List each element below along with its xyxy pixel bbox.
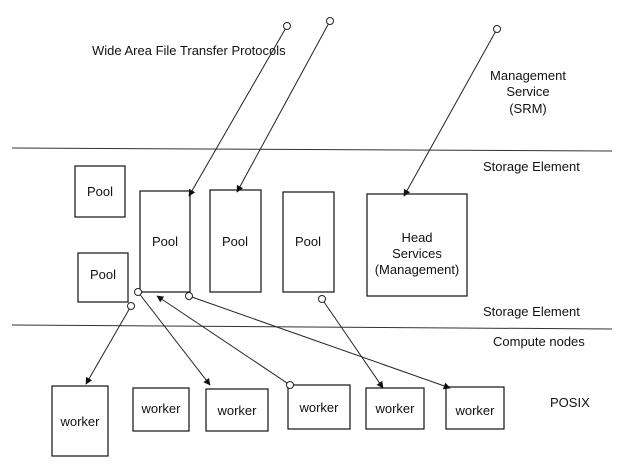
pool-box-tall-2	[209, 189, 262, 293]
pool-worker-connector	[188, 295, 451, 390]
worker-label: worker	[59, 414, 100, 429]
pool-box-small-bottom	[77, 252, 129, 303]
pool-worker-connector	[85, 305, 132, 385]
storage-element-label-top: Storage Element	[483, 159, 580, 174]
head-services-label-3: (Management)	[375, 262, 460, 277]
compute-nodes-label: Compute nodes	[493, 334, 585, 349]
worker-label: worker	[454, 403, 495, 418]
pool-label: Pool	[295, 234, 321, 249]
wan-connector-1	[188, 25, 288, 197]
head-services-box	[366, 193, 468, 297]
worker-label: worker	[298, 400, 339, 415]
worker-box	[445, 386, 505, 430]
pool-worker-endpoint	[127, 302, 135, 310]
pool-label: Pool	[87, 184, 113, 199]
pool-worker-endpoint	[318, 295, 326, 303]
management-service-label-2: Service	[506, 84, 549, 99]
pool-label: Pool	[222, 234, 248, 249]
posix-label: POSIX	[550, 395, 590, 410]
pool-label: Pool	[152, 234, 178, 249]
worker-pool-endpoint	[286, 381, 294, 389]
worker-box	[365, 387, 425, 430]
srm-connector	[403, 28, 498, 197]
worker-label: worker	[140, 401, 181, 416]
pool-worker-endpoint	[185, 292, 193, 300]
pool-worker-connector	[137, 291, 211, 386]
worker-label: worker	[216, 403, 257, 418]
worker-box	[205, 388, 269, 432]
srm-endpoint	[493, 25, 501, 33]
worker-pool-connector	[156, 295, 291, 386]
pool-worker-endpoint	[134, 288, 142, 296]
separator-top	[11, 147, 613, 152]
management-service-label-3: (SRM)	[509, 101, 547, 116]
pool-label: Pool	[90, 267, 116, 282]
wide-area-label: Wide Area File Transfer Protocols	[92, 43, 286, 58]
worker-label: worker	[374, 401, 415, 416]
separator-bottom	[11, 324, 613, 330]
management-service-label-1: Management	[490, 68, 566, 83]
worker-box	[287, 384, 351, 430]
wan-endpoint-1	[283, 22, 291, 30]
pool-box-tall-3	[282, 191, 335, 293]
pool-box-tall-1	[139, 190, 191, 293]
pool-worker-connector	[321, 298, 384, 389]
head-services-label-1: Head	[401, 230, 432, 245]
head-services-label-2: Services	[392, 246, 442, 261]
storage-element-label-bottom: Storage Element	[483, 304, 580, 319]
wan-connector-2	[236, 20, 331, 193]
wan-endpoint-2	[326, 17, 334, 25]
worker-box	[132, 387, 190, 432]
pool-box-small-top	[74, 165, 126, 218]
worker-box	[51, 385, 109, 457]
